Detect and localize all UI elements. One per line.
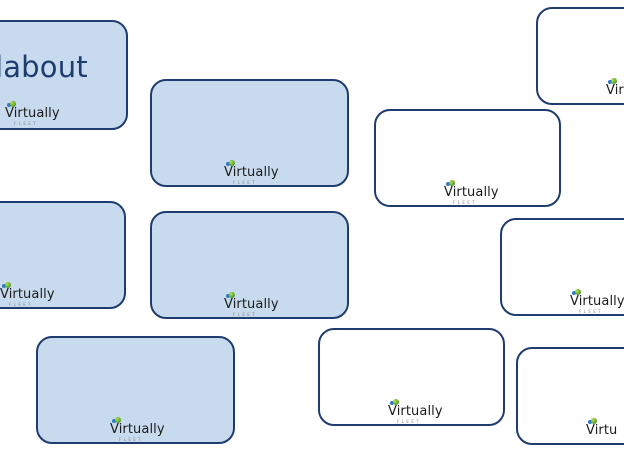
logo: Virtu	[586, 418, 618, 438]
logo: Virtually FLEET	[0, 282, 55, 307]
logo-subtext: FLEET	[119, 437, 144, 442]
logo-subtext: FLEET	[14, 121, 39, 126]
logo-text: Virtually	[444, 185, 499, 200]
logo-leaf-icon	[10, 101, 16, 107]
card-6[interactable]: Virtually FLEET	[150, 211, 349, 319]
logo-dot-icon	[572, 291, 576, 295]
logo-leaf-icon	[611, 78, 617, 84]
logo-dot-icon	[7, 103, 11, 107]
logo-text: Virtually	[5, 106, 60, 121]
card-4[interactable]: Virt	[536, 7, 624, 105]
logo-subtext: FLEET	[579, 309, 604, 314]
logo-dot-icon	[588, 420, 592, 424]
logo: Virtually FLEET	[444, 180, 499, 205]
logo-text: Virt	[606, 83, 624, 98]
logo-leaf-icon	[229, 292, 235, 298]
card-7[interactable]: Virtually FLEET	[500, 218, 624, 316]
card-9[interactable]: Virtually FLEET	[318, 328, 505, 426]
card-title: ndabout	[0, 50, 88, 84]
logo-dot-icon	[226, 294, 230, 298]
logo-subtext: FLEET	[233, 180, 258, 185]
logo: Virtually FLEET	[224, 292, 279, 317]
card-1[interactable]: ndabout Virtually FLEET	[0, 20, 128, 130]
card-2[interactable]: Virtually FLEET	[150, 79, 349, 187]
logo: Virt	[606, 78, 624, 98]
logo-text: Virtually	[110, 422, 165, 437]
logo-text: Virtually	[224, 297, 279, 312]
logo-leaf-icon	[229, 160, 235, 166]
logo-text: Virtually	[0, 287, 55, 302]
logo-leaf-icon	[393, 399, 399, 405]
logo-subtext: FLEET	[453, 200, 478, 205]
logo-subtext: FLEET	[233, 312, 258, 317]
logo: Virtually FLEET	[110, 417, 165, 442]
logo-dot-icon	[608, 80, 612, 84]
logo: Virtually FLEET	[570, 289, 624, 314]
logo-dot-icon	[446, 182, 450, 186]
logo: Virtually FLEET	[224, 160, 279, 185]
logo: Virtually FLEET	[388, 399, 443, 424]
card-3[interactable]: Virtually FLEET	[374, 109, 561, 207]
logo: Virtually FLEET	[5, 101, 60, 126]
logo-text: Virtually	[570, 294, 624, 309]
logo-dot-icon	[2, 284, 6, 288]
logo-text: Virtually	[224, 165, 279, 180]
card-5[interactable]: Virtually FLEET	[0, 201, 126, 309]
card-8[interactable]: Virtually FLEET	[36, 336, 235, 444]
logo-text: Virtually	[388, 404, 443, 419]
logo-text: Virtu	[586, 423, 618, 438]
logo-dot-icon	[226, 162, 230, 166]
logo-subtext: FLEET	[397, 419, 422, 424]
logo-leaf-icon	[575, 289, 581, 295]
logo-leaf-icon	[115, 417, 121, 423]
logo-leaf-icon	[591, 418, 597, 424]
logo-subtext: FLEET	[9, 302, 34, 307]
logo-leaf-icon	[5, 282, 11, 288]
logo-leaf-icon	[449, 180, 455, 186]
card-10[interactable]: Virtu	[516, 347, 624, 445]
logo-dot-icon	[390, 401, 394, 405]
logo-dot-icon	[112, 419, 116, 423]
